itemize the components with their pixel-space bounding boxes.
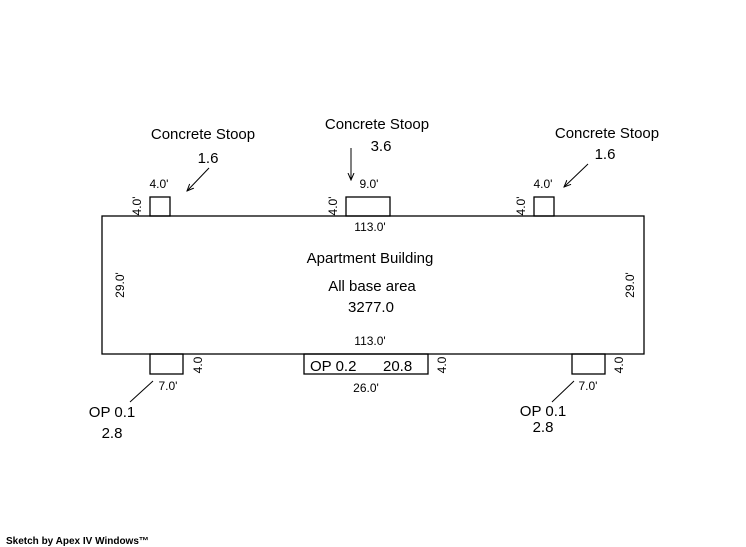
porch-outline (303, 353, 429, 375)
porch-outline (571, 353, 606, 375)
porch-label: OP 0.1 (520, 403, 566, 420)
porch-width: 7.0' (159, 379, 178, 393)
stoop-outline (345, 196, 391, 217)
stoop-right: Concrete Stoop 1.6 4.0' 4.0' (514, 125, 659, 217)
porch-area: 20.8 (383, 358, 412, 375)
building-left-dim: 29.0' (113, 272, 127, 298)
stoop-width: 4.0' (534, 177, 553, 191)
arrow-icon (187, 167, 210, 191)
porch-left: OP 0.1 2.8 7.0' 4.0 (89, 353, 205, 442)
stoop-label: Concrete Stoop (555, 125, 659, 142)
porch-depth: 4.0 (191, 356, 205, 373)
building-top-dim: 113.0' (354, 220, 385, 234)
porch-area: 2.8 (102, 425, 123, 442)
stoop-depth: 4.0' (514, 197, 528, 216)
stoop-label: Concrete Stoop (325, 116, 429, 133)
stoop-outline (149, 196, 171, 217)
stoop-area: 1.6 (595, 146, 616, 163)
leader-line (129, 380, 154, 403)
building-right-dim: 29.0' (623, 272, 637, 298)
stoop-area: 3.6 (371, 138, 392, 155)
porch-center: OP 0.2 20.8 26.0' 4.0 (303, 353, 449, 395)
stoop-outline (533, 196, 555, 217)
leader-line (551, 380, 575, 403)
porch-area: 2.8 (533, 419, 554, 436)
porch-depth: 4.0 (612, 356, 626, 373)
stoop-width: 4.0' (150, 177, 169, 191)
porch-label: OP 0.2 (310, 358, 356, 375)
porch-depth: 4.0 (435, 356, 449, 373)
building-name: Apartment Building (307, 250, 434, 267)
stoop-area: 1.6 (198, 150, 219, 167)
stoop-center: Concrete Stoop 3.6 9.0' 4.0' (325, 116, 429, 217)
stoop-label: Concrete Stoop (151, 126, 255, 143)
porch-label: OP 0.1 (89, 404, 135, 421)
stoop-width: 9.0' (360, 177, 379, 191)
building-area: 3277.0 (348, 299, 394, 316)
footer-credit: Sketch by Apex IV Windows™ (6, 536, 149, 547)
stoop-depth: 4.0' (326, 197, 340, 216)
porch-width: 26.0' (353, 381, 379, 395)
arrow-icon (564, 163, 589, 187)
porch-right: OP 0.1 2.8 7.0' 4.0 (520, 353, 626, 436)
porch-outline (149, 353, 184, 375)
stoop-left: Concrete Stoop 1.6 4.0' 4.0' (130, 126, 255, 217)
porch-width: 7.0' (579, 379, 598, 393)
stoop-depth: 4.0' (130, 197, 144, 216)
building-bottom-dim: 113.0' (354, 334, 385, 348)
building-area-label: All base area (328, 278, 416, 295)
